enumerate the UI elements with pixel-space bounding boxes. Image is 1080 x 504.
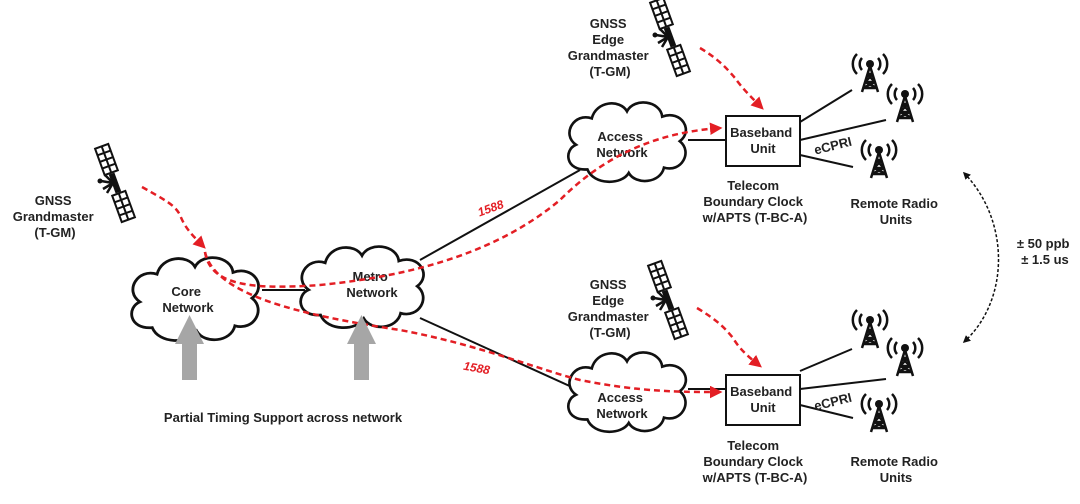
- radio-tower-icon: [886, 336, 924, 378]
- ptp-1588-label-top: 1588: [476, 197, 506, 219]
- radio-tower-icon: [860, 138, 898, 180]
- metro-network-label: Metro Network: [346, 269, 398, 300]
- sync-requirement-arc: [962, 171, 1000, 344]
- sync-requirement-label: ± 50 ppb ± 1.5 us: [1017, 236, 1073, 267]
- core-network-label: Core Network: [162, 284, 214, 315]
- satellite-icon: [92, 141, 138, 225]
- boundary-clock-label-top: Telecom Boundary Clock w/APTS (T-BC-A): [702, 178, 808, 225]
- remote-radio-units-label-top: Remote Radio Units: [850, 196, 941, 227]
- edge-gnss-to-bbu-timing-path-top: [699, 46, 764, 110]
- radio-tower-icon: [851, 308, 889, 350]
- radio-tower-icon: [851, 52, 889, 94]
- partial-timing-support-label: Partial Timing Support across network: [164, 410, 403, 425]
- radio-tower-icon: [886, 82, 924, 124]
- fronthaul-link: [799, 154, 854, 168]
- access-network-label-bottom: Access Network: [596, 390, 648, 421]
- baseband-unit-top: [725, 115, 801, 167]
- ptp-1588-path-top: [203, 122, 723, 288]
- ecpri-label-top: eCPRI: [813, 134, 854, 158]
- access-network-label-top: Access Network: [596, 129, 648, 160]
- remote-radio-units-label-bottom: Remote Radio Units: [850, 454, 941, 485]
- satellite-icon: [645, 258, 691, 342]
- edge-gnss-to-bbu-timing-path-bottom: [696, 306, 762, 368]
- edge-grandmaster-label-top: GNSS Edge Grandmaster (T-GM): [568, 16, 653, 79]
- fronthaul-link: [799, 119, 887, 141]
- grandmaster-label: GNSS Grandmaster (T-GM): [13, 193, 98, 240]
- baseband-unit-label-bottom: Baseband Unit: [730, 384, 796, 415]
- baseband-unit-label-top: Baseband Unit: [730, 125, 796, 156]
- radio-tower-icon: [860, 392, 898, 434]
- fronthaul-link: [799, 378, 887, 390]
- satellite-icon: [647, 0, 693, 79]
- ptp-1588-path-bottom: [203, 251, 723, 399]
- ecpri-label-bottom: eCPRI: [813, 390, 854, 414]
- partial-timing-arrow-metro: [347, 315, 376, 380]
- gnss-to-core-timing-path: [141, 185, 206, 249]
- fronthaul-link: [799, 348, 853, 372]
- edge-grandmaster-label-bottom: GNSS Edge Grandmaster (T-GM): [568, 277, 653, 340]
- link-metro-access-top: [419, 169, 581, 261]
- fronthaul-link: [799, 404, 854, 419]
- baseband-unit-bottom: [725, 374, 801, 426]
- boundary-clock-label-bottom: Telecom Boundary Clock w/APTS (T-BC-A): [702, 438, 808, 485]
- partial-timing-arrow-core: [175, 315, 204, 380]
- fronthaul-link: [799, 89, 853, 123]
- ptp-1588-label-bottom: 1588: [462, 359, 491, 377]
